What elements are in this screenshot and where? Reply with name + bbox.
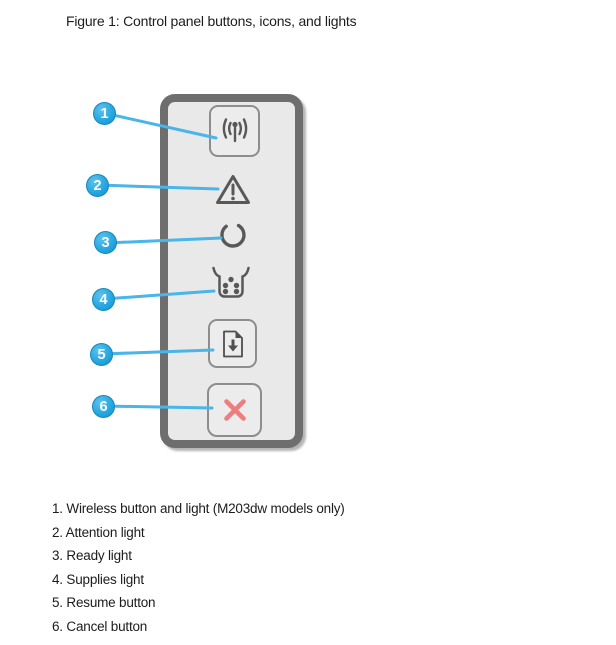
callout-badge-5: 5	[90, 343, 113, 366]
callout-badge-6: 6	[92, 395, 115, 418]
ready-icon	[220, 223, 246, 248]
callout-badge-3: 3	[94, 231, 117, 254]
cancel-button	[207, 383, 262, 437]
supplies-icon	[212, 266, 250, 298]
legend-item-1: 1. Wireless button and light (M203dw mod…	[52, 501, 345, 516]
legend-item-3: 3. Ready light	[52, 548, 132, 564]
attention-icon	[216, 175, 250, 204]
callout-badge-1: 1	[93, 102, 116, 125]
ready-light	[219, 221, 247, 249]
figure-caption: Figure 1: Control panel buttons, icons, …	[66, 13, 357, 29]
legend-item-6: 6. Cancel button	[52, 618, 148, 634]
callout-badge-4: 4	[92, 288, 115, 311]
wireless-button	[209, 105, 260, 157]
supplies-light	[211, 265, 251, 300]
legend-item-2: 2. Attention light	[52, 524, 145, 540]
resume-button	[208, 319, 257, 368]
attention-light	[215, 174, 251, 205]
resume-icon	[222, 330, 244, 358]
callout-lines	[96, 111, 223, 410]
legend-list: 1. Wireless button and light (M203dw mod…	[52, 497, 345, 639]
cancel-icon	[223, 398, 247, 422]
callout-badge-2: 2	[86, 174, 109, 197]
legend-item-4: 4. Supplies light	[52, 571, 144, 587]
legend-item-5: 5. Resume button	[52, 595, 156, 611]
wireless-icon	[218, 117, 252, 145]
